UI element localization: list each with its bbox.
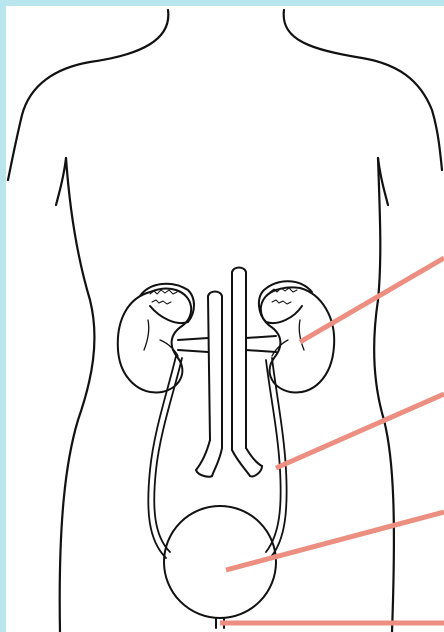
right-kidney-hilum [272, 320, 304, 356]
pointer-ureter [276, 394, 444, 468]
right-shoulder-line [284, 10, 442, 170]
left-underarm [56, 158, 66, 205]
right-renal-vessels [246, 336, 276, 352]
right-kidney [261, 287, 334, 392]
pointer-kidney [300, 258, 444, 342]
left-shoulder-line [8, 10, 168, 180]
left-torso-side [60, 158, 95, 632]
torso-outline [8, 10, 442, 632]
aorta-left [208, 292, 222, 449]
left-adrenal-texture [150, 290, 177, 304]
ureters [148, 356, 286, 558]
right-ureter [266, 358, 287, 558]
aorta-right [232, 330, 246, 450]
iliac-branches [196, 440, 262, 476]
pointer-lines [220, 258, 444, 623]
bladder-group [164, 506, 276, 628]
kidneys [118, 281, 334, 392]
iliac-ends [196, 466, 262, 477]
left-renal-vessels [178, 338, 208, 352]
right-torso-side [374, 158, 394, 632]
vena-cava [232, 268, 246, 331]
